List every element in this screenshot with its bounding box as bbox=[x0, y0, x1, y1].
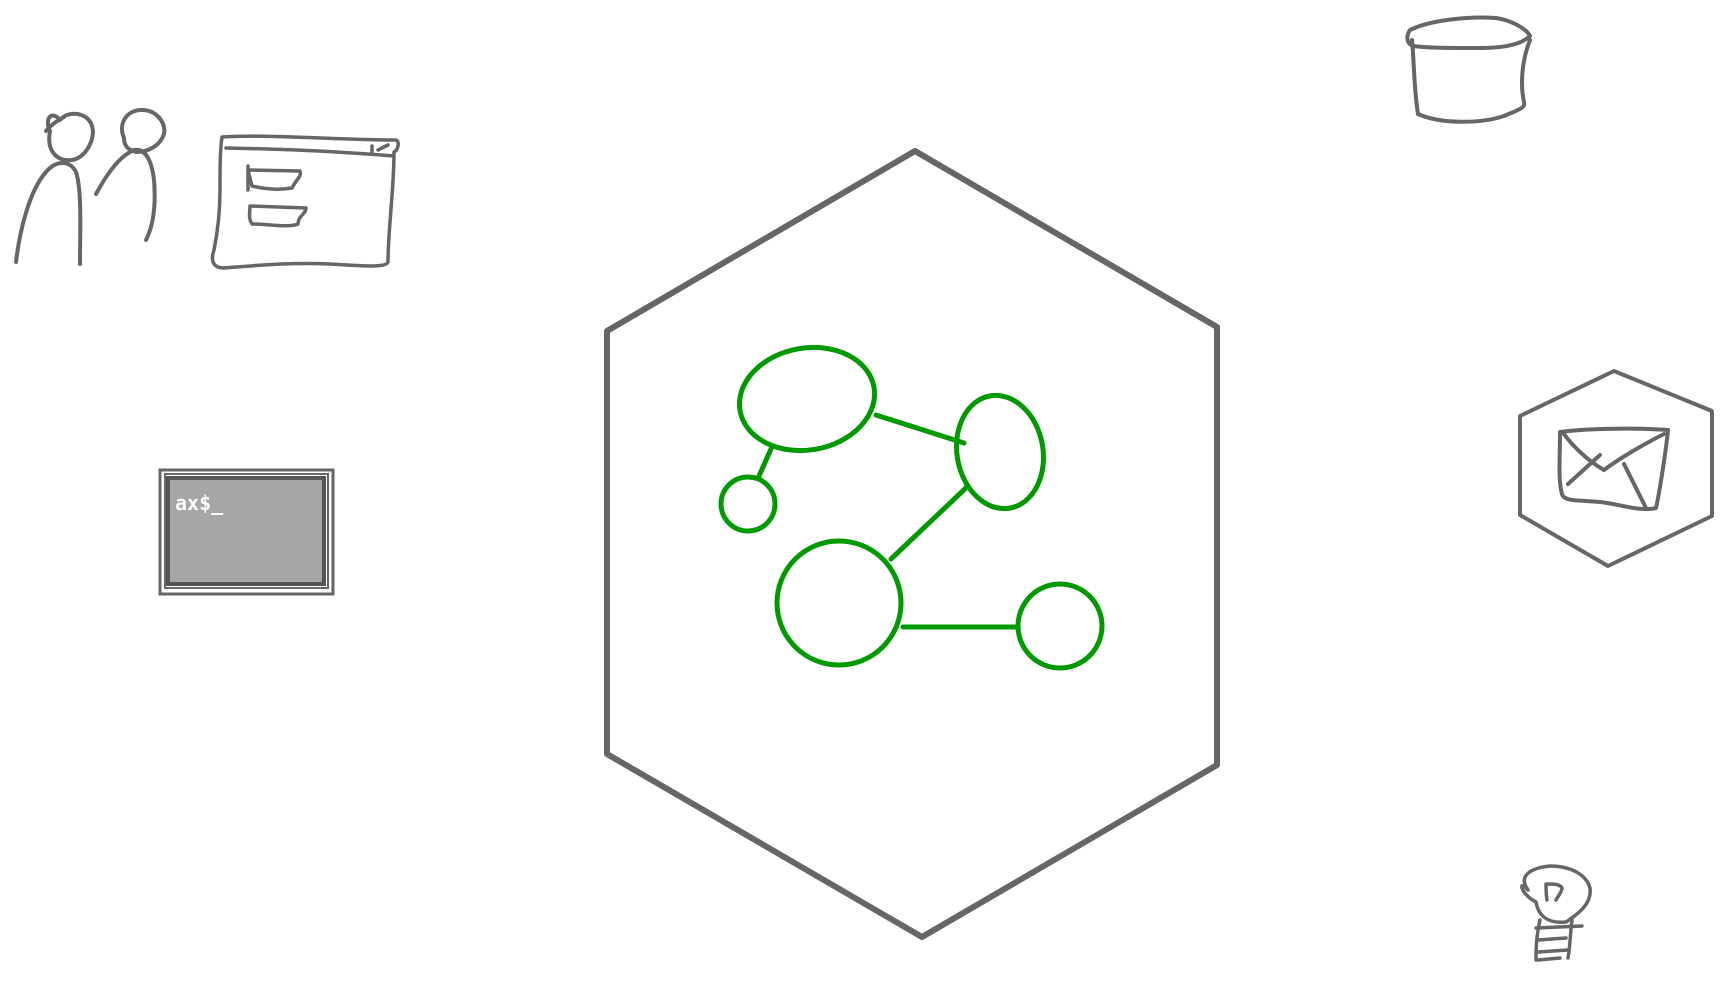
mail-hexagon-icon[interactable] bbox=[1518, 369, 1714, 568]
hub-hexagon bbox=[604, 148, 1220, 940]
database-icon[interactable] bbox=[1405, 15, 1532, 124]
lightbulb-icon[interactable] bbox=[1520, 864, 1592, 962]
graph-node-d bbox=[774, 538, 904, 668]
graph-node-b bbox=[954, 392, 1046, 512]
graph-edge-a-c bbox=[756, 446, 774, 479]
graph-edge-b-d bbox=[888, 483, 971, 562]
terminal-inner-frame bbox=[164, 473, 329, 589]
graph-network bbox=[718, 344, 1105, 671]
terminal-outer-frame bbox=[158, 468, 335, 596]
mail-hexagon bbox=[1518, 369, 1714, 568]
browser-window-icon[interactable] bbox=[210, 134, 400, 270]
users-icon[interactable] bbox=[14, 108, 167, 266]
graph-node-a bbox=[736, 344, 878, 454]
graph-node-e bbox=[1015, 581, 1105, 671]
terminal-screen bbox=[166, 476, 326, 586]
graph-edge-a-b bbox=[873, 412, 967, 446]
terminal-prompt: ax$_ bbox=[175, 491, 224, 515]
graph-node-c bbox=[718, 474, 778, 534]
terminal-icon[interactable]: ax$_ bbox=[158, 468, 335, 596]
graph-hub-icon[interactable] bbox=[604, 148, 1220, 940]
